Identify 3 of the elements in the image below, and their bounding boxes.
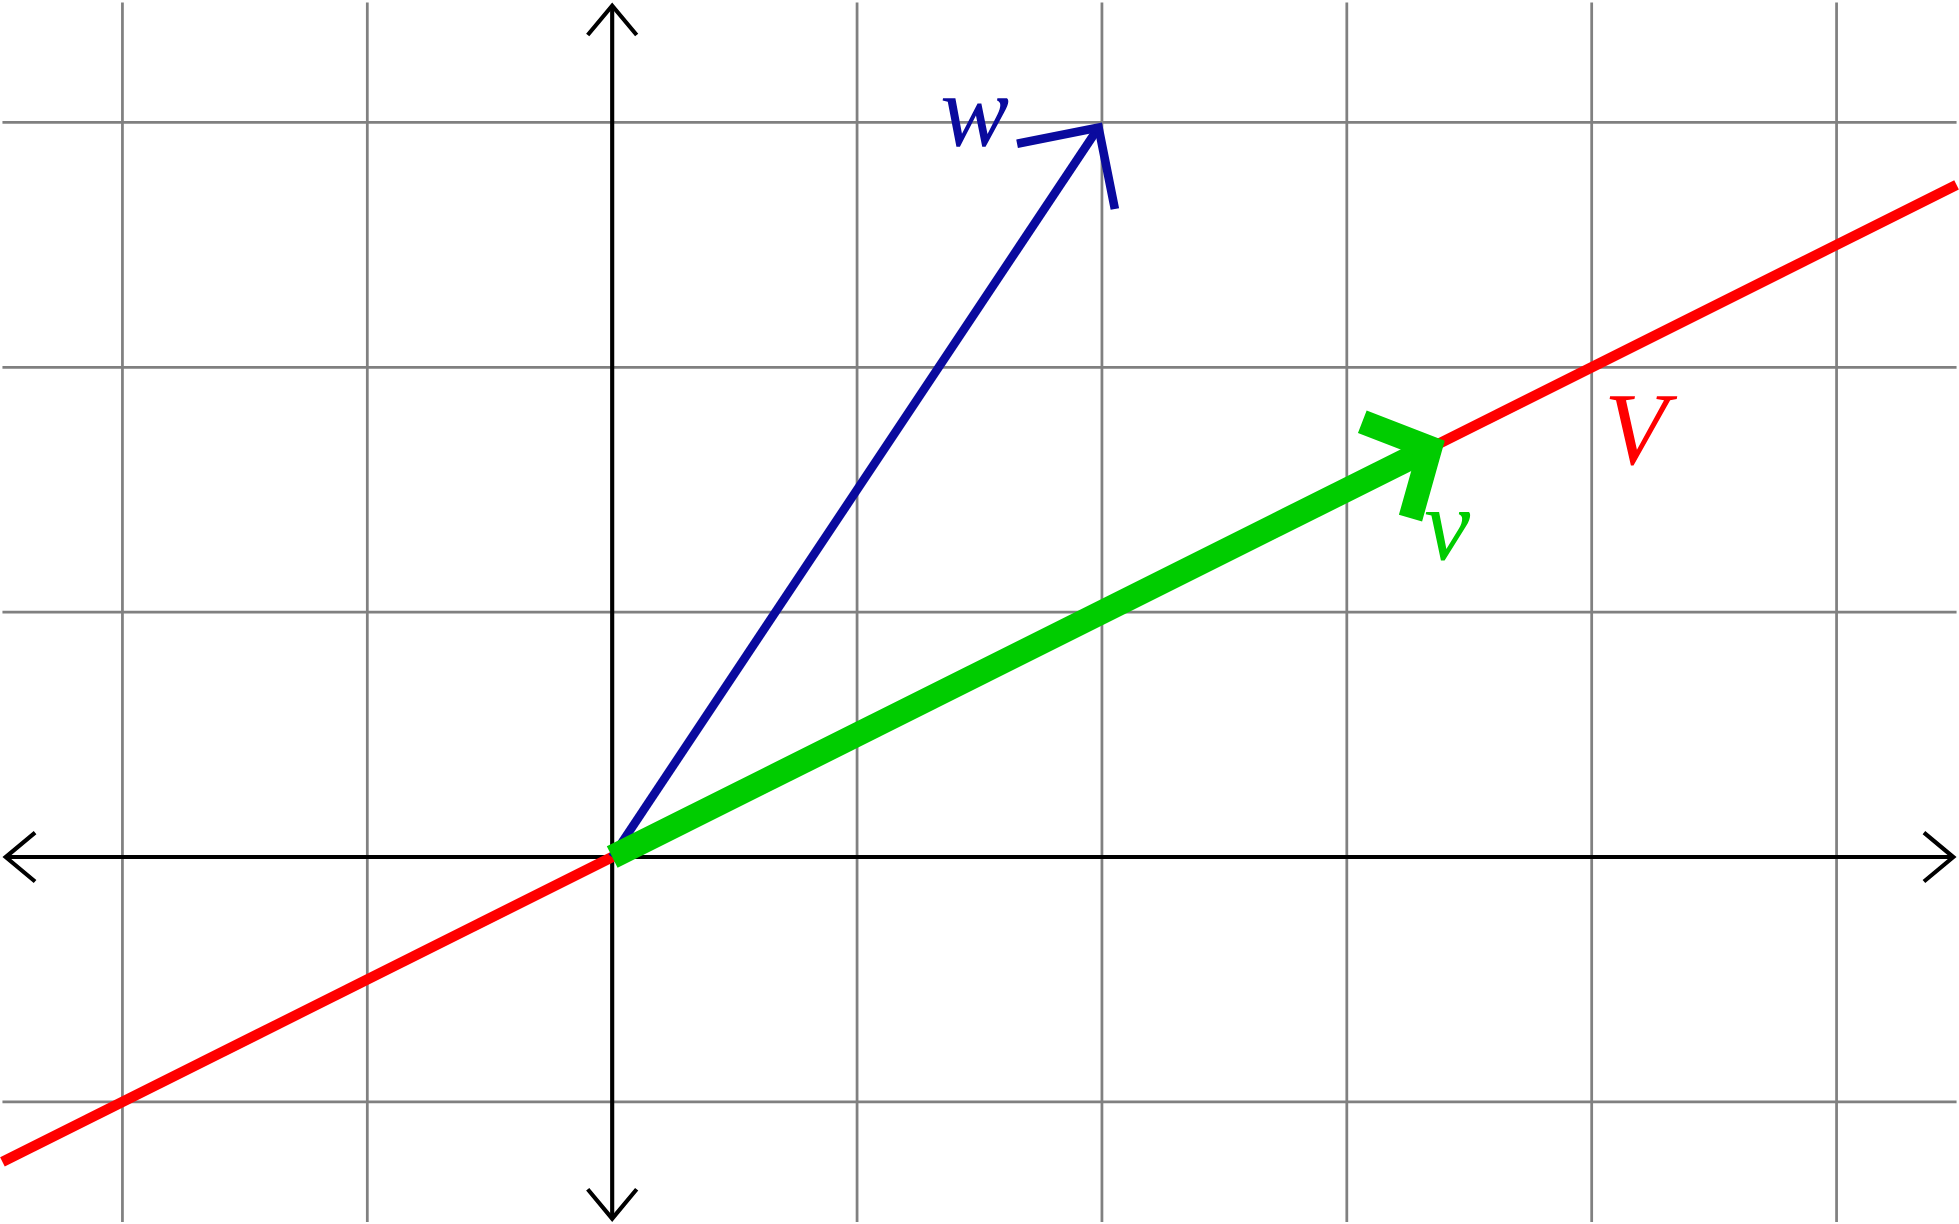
vector-label: v (1425, 511, 1471, 561)
line-label: V (1609, 396, 1678, 466)
vector-label: w (942, 98, 1009, 147)
